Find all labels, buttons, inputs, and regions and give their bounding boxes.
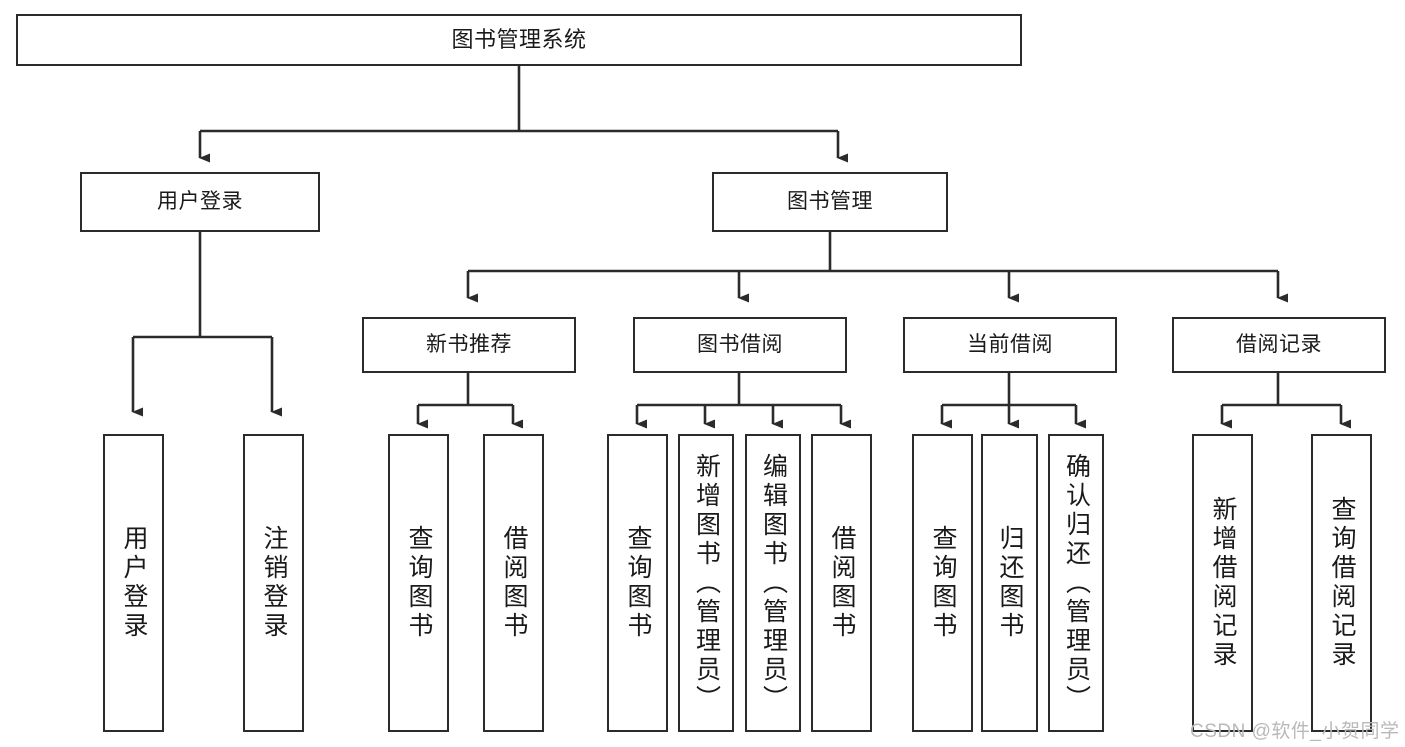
node-label: 图书管理系统 xyxy=(451,26,587,52)
node-root-book-management-system[interactable]: 图书管理系统 xyxy=(16,14,1022,66)
node-label: 新增图书（管理员） xyxy=(692,452,721,714)
node-book-borrow[interactable]: 图书借阅 xyxy=(633,317,847,373)
node-label: 图书借阅 xyxy=(697,333,783,357)
node-label: 用户登录 xyxy=(157,190,243,214)
leaf-user-login[interactable]: 用户登录 xyxy=(103,434,164,732)
leaf-borrow-book[interactable]: 借阅图书 xyxy=(811,434,872,732)
node-label: 新增借阅记录 xyxy=(1209,496,1237,670)
node-label: 归还图书 xyxy=(996,525,1024,641)
node-new-book-recommend[interactable]: 新书推荐 xyxy=(362,317,576,373)
node-label: 新书推荐 xyxy=(426,333,512,357)
node-label: 图书管理 xyxy=(787,190,873,214)
leaf-add-book-admin[interactable]: 新增图书（管理员） xyxy=(678,434,734,732)
node-book-management[interactable]: 图书管理 xyxy=(712,172,948,232)
node-borrow-record[interactable]: 借阅记录 xyxy=(1172,317,1386,373)
node-label: 用户登录 xyxy=(120,525,148,641)
node-label: 查询图书 xyxy=(405,525,433,641)
leaf-confirm-return-admin[interactable]: 确认归还（管理员） xyxy=(1048,434,1104,732)
watermark-text: CSDN @软件_小贺同学 xyxy=(1190,721,1400,742)
node-user-login[interactable]: 用户登录 xyxy=(80,172,320,232)
node-label: 查询借阅记录 xyxy=(1328,496,1356,670)
node-label: 编辑图书（管理员） xyxy=(759,452,788,714)
node-label: 查询图书 xyxy=(624,525,652,641)
leaf-borrow-book-recommend[interactable]: 借阅图书 xyxy=(483,434,544,732)
leaf-query-borrow-record[interactable]: 查询借阅记录 xyxy=(1311,434,1372,732)
node-label: 确认归还（管理员） xyxy=(1062,452,1091,714)
leaf-query-book-current[interactable]: 查询图书 xyxy=(912,434,973,732)
node-label: 当前借阅 xyxy=(967,333,1053,357)
leaf-edit-book-admin[interactable]: 编辑图书（管理员） xyxy=(745,434,801,732)
node-label: 查询图书 xyxy=(929,525,957,641)
node-label: 借阅图书 xyxy=(828,525,856,641)
node-label: 注销登录 xyxy=(260,525,288,641)
leaf-query-book-recommend[interactable]: 查询图书 xyxy=(388,434,449,732)
node-current-borrow[interactable]: 当前借阅 xyxy=(903,317,1117,373)
node-label: 借阅记录 xyxy=(1236,333,1322,357)
leaf-query-book-borrow[interactable]: 查询图书 xyxy=(607,434,668,732)
leaf-add-borrow-record[interactable]: 新增借阅记录 xyxy=(1192,434,1253,732)
node-label: 借阅图书 xyxy=(500,525,528,641)
leaf-logout-login[interactable]: 注销登录 xyxy=(243,434,304,732)
leaf-return-book[interactable]: 归还图书 xyxy=(981,434,1038,732)
